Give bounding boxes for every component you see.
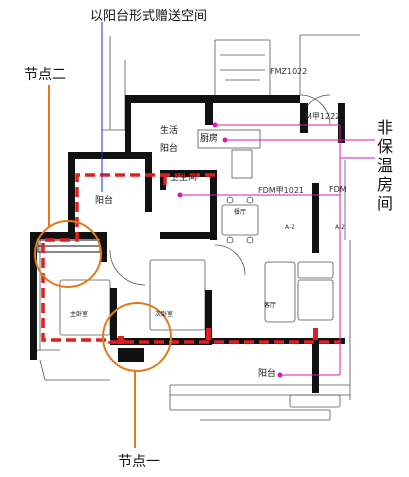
code-fdm-right: FDM	[329, 185, 347, 194]
pointer-dots	[177, 122, 283, 378]
room-living-balcony-line2: 阳台	[160, 144, 179, 154]
code-fdm1021: FDM甲1021	[258, 186, 305, 195]
room-bathroom: 卫生间	[170, 173, 198, 183]
room-second-bedroom: 次卧室	[155, 311, 174, 318]
node-2-label: 节点二	[24, 67, 66, 83]
room-balcony-left: 阳台	[95, 196, 114, 206]
non-insulated-char: 房	[377, 175, 394, 194]
insulation-boundary	[41, 173, 340, 344]
insulation-marks	[118, 328, 318, 344]
code-a2-right: A-2	[335, 224, 345, 231]
room-living: 客厅	[264, 302, 277, 309]
node-1-label: 节点一	[118, 454, 160, 470]
non-insulated-char: 保	[377, 137, 394, 156]
room-kitchen: 厨房	[200, 134, 219, 144]
room-balcony-bottom: 阳台	[258, 369, 277, 379]
plan-thin-lines	[31, 34, 360, 421]
room-dining: 餐厅	[234, 209, 247, 216]
non-insulated-pointers	[180, 124, 375, 376]
room-master-bedroom: 主卧室	[70, 311, 89, 318]
node-markers	[34, 85, 172, 448]
balcony-gift-annotation: 以阳台形式赠送空间	[90, 9, 208, 24]
non-insulated-char: 间	[377, 194, 394, 213]
non-insulated-char: 非	[377, 118, 394, 137]
room-living-balcony-line1: 生活	[160, 126, 179, 136]
node-1-circle	[102, 302, 172, 372]
node-2-circle	[34, 220, 102, 288]
code-fmz1022: FMZ1022	[270, 67, 308, 76]
code-m1222: M甲1222	[305, 112, 341, 121]
non-insulated-room-label: 非 保 温 房 间	[377, 118, 397, 213]
code-a2-left: A-2	[285, 224, 295, 231]
non-insulated-char: 温	[377, 156, 394, 175]
